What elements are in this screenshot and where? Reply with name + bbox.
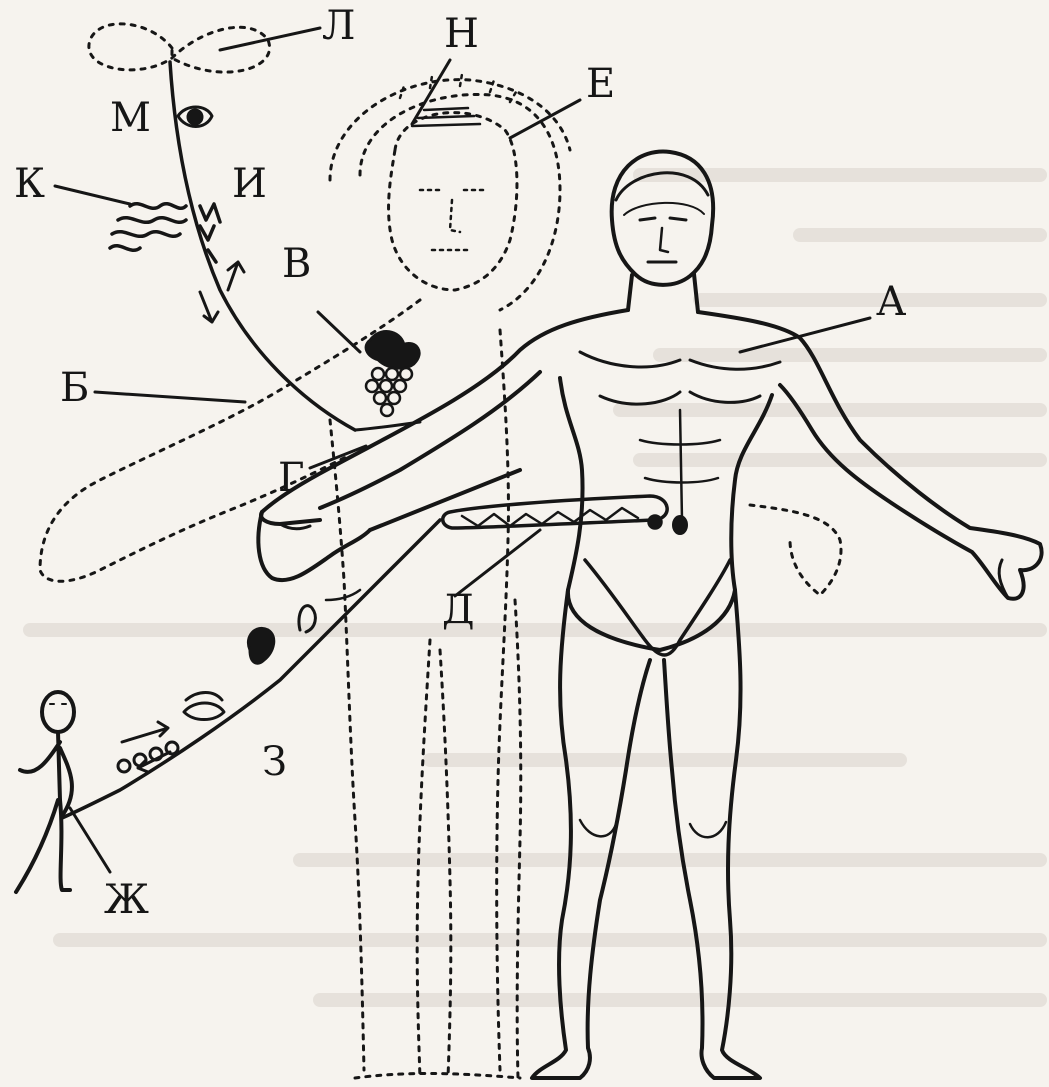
- label-a: А: [876, 282, 906, 322]
- infinity-loop: [89, 24, 270, 72]
- ear-icon: [248, 628, 273, 663]
- eye-icon: [178, 107, 212, 127]
- band-tube: [443, 496, 667, 528]
- main-figure-left-arm: [261, 310, 628, 524]
- stick-figure-icon: [16, 692, 74, 892]
- label-b: Б: [60, 368, 89, 408]
- etheric-face: [420, 190, 484, 250]
- label-e: Е: [586, 64, 615, 104]
- label-g: Г: [278, 458, 304, 498]
- mouth-icon: [184, 693, 224, 720]
- crown-rays: [400, 74, 516, 126]
- label-d: Д: [442, 590, 475, 630]
- label-zh: Ж: [104, 880, 149, 920]
- label-l: Л: [322, 6, 355, 46]
- label-k: К: [14, 164, 45, 204]
- label-i: И: [232, 164, 267, 204]
- label-n: Н: [444, 14, 479, 54]
- label-z: З: [262, 742, 287, 782]
- beads: [118, 742, 178, 772]
- wave-marks: [110, 204, 220, 262]
- grapes-icon: [366, 331, 420, 416]
- label-v: В: [282, 244, 311, 284]
- direction-arrows: [122, 262, 244, 772]
- label-m: М: [110, 98, 151, 138]
